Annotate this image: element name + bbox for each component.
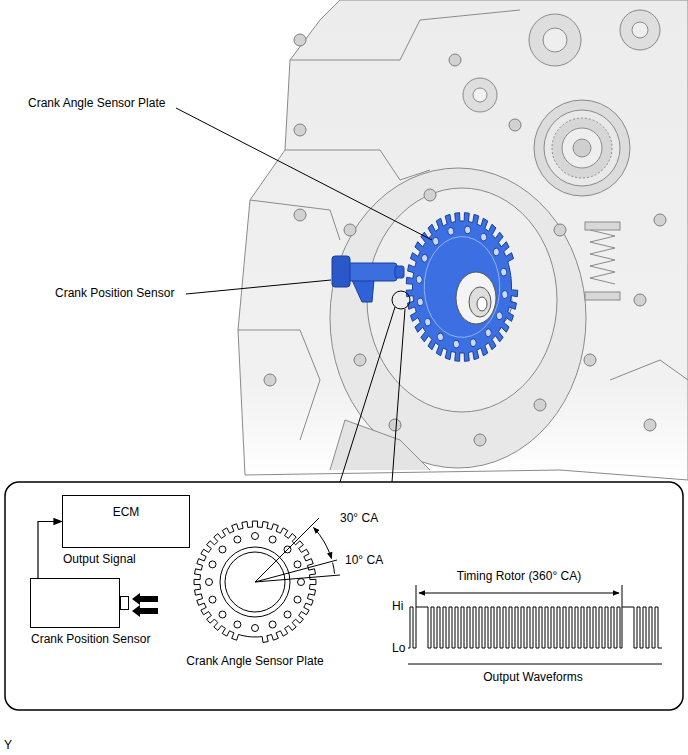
plate-hole [480,232,487,241]
angle-label: 10° CA [345,553,383,567]
plate-hole [485,328,492,337]
plate-hole [269,536,276,543]
angle-lines [255,518,340,582]
plate-hole [234,621,241,628]
plate-hole [432,237,439,246]
plate-hole [284,611,291,618]
plate-hole [219,546,226,553]
plate-hole [206,579,213,586]
plate-hole [421,253,428,262]
plate-hole [437,332,444,341]
plate-hole [269,621,276,628]
plate-hole [252,533,259,540]
level-label: Hi [392,599,403,613]
plate-hole [453,339,460,348]
plate-hole [500,267,507,276]
plate-hole [424,317,431,326]
plate-hole [416,275,423,284]
plate-hole [294,561,301,568]
level-label: Lo [392,641,405,655]
plate-hole [294,596,301,603]
box-caption: Crank Position Sensor [31,632,150,646]
leader-lines [176,108,432,482]
signal-arrows [132,593,158,617]
plate-hole [417,297,424,306]
plate-hole [209,596,216,603]
plate-hole [501,290,508,299]
ecm-box: ECMOutput Signal [62,495,190,548]
plate-hole [470,338,477,347]
crankshaft-nose [456,272,496,324]
part-label: Crank Angle Sensor Plate [28,96,165,110]
plate-hole [234,536,241,543]
plate-hole [209,561,216,568]
sensor-box: Crank Position Sensor [30,578,120,628]
part-label: Crank Position Sensor [55,286,174,300]
signal-label: Timing Rotor (360° CA) [457,569,581,583]
figure-code: Y [4,738,12,752]
plate-hole [447,227,454,236]
signal-label: Output Waveforms [483,670,583,684]
box-caption: Output Signal [63,552,136,566]
plate-hole [464,225,471,234]
plate-hole [252,625,259,632]
crank-angle-sensor-plate-drawing [394,196,530,378]
signal-line [38,522,62,579]
sensor-connector [120,596,129,610]
plate-hole [496,311,503,320]
box-title: ECM [63,496,189,519]
angle-label: 30° CA [340,511,378,525]
plate-hole [219,611,226,618]
part-label: Crank Angle Sensor Plate [186,654,323,668]
detail-panel [5,482,683,710]
plate-hole [493,247,500,256]
plate-hole [298,579,305,586]
engine-block [238,0,688,480]
output-waveform [408,585,662,664]
bolts [264,34,666,446]
